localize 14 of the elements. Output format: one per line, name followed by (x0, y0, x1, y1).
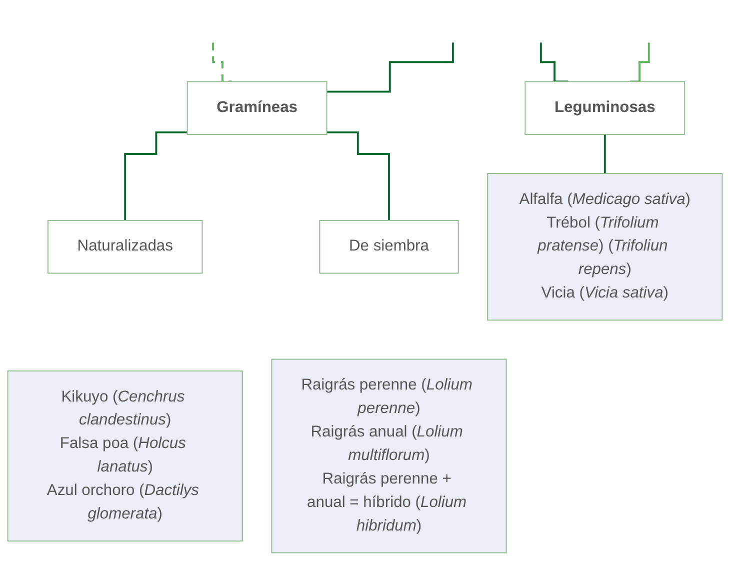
connector-line (212, 42, 232, 83)
node-box: Raigrás perenne (Lolium perenne) Raigrás anual (Lolium multiflorum) Raigrás perenne + anual = híbrido (Lolium hibridum) (271, 358, 507, 554)
node-box: Naturalizadas (47, 220, 203, 274)
connector-line (326, 42, 454, 93)
node-box: Alfalfa (Medicago sativa) Trébol (Trifolium pratense) (Trifoliun repens) Vicia (Vicia sativa) (487, 173, 723, 321)
connector-line (326, 131, 390, 222)
node-box: Leguminosas (524, 81, 686, 135)
node-box: Kikuyo (Cenchrus clandestinus) Falsa poa (Holcus lanatus) Azul orchoro (Dactilys glomerata) (7, 370, 243, 542)
connector-line (604, 133, 606, 175)
connector-line (540, 42, 568, 83)
node-box: Gramíneas (186, 81, 328, 135)
connector-line (124, 131, 188, 222)
node-box: De siembra (319, 220, 459, 274)
connector-line (630, 42, 650, 83)
